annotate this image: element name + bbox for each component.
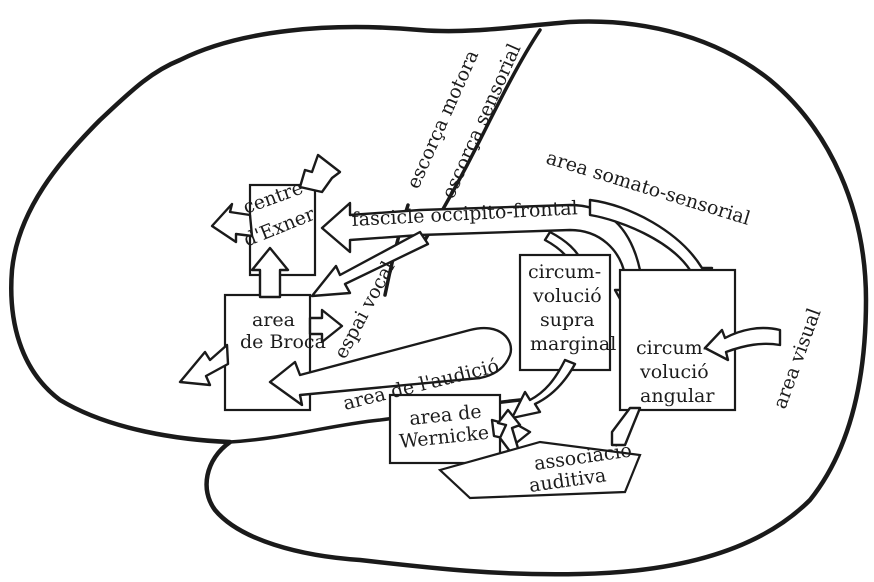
label-area-broca-1: area <box>252 309 295 331</box>
label-area-broca-2: de Broca <box>240 331 326 353</box>
label-supra-4: marginal <box>530 333 616 355</box>
label-supra-2: volució <box>532 285 602 307</box>
label-angular-1: circum- <box>636 337 709 359</box>
label-supra-3: supra <box>540 309 595 331</box>
label-supra-1: circum- <box>528 261 601 283</box>
label-angular-2: volució <box>639 361 709 383</box>
label-angular-3: angular <box>640 385 715 407</box>
